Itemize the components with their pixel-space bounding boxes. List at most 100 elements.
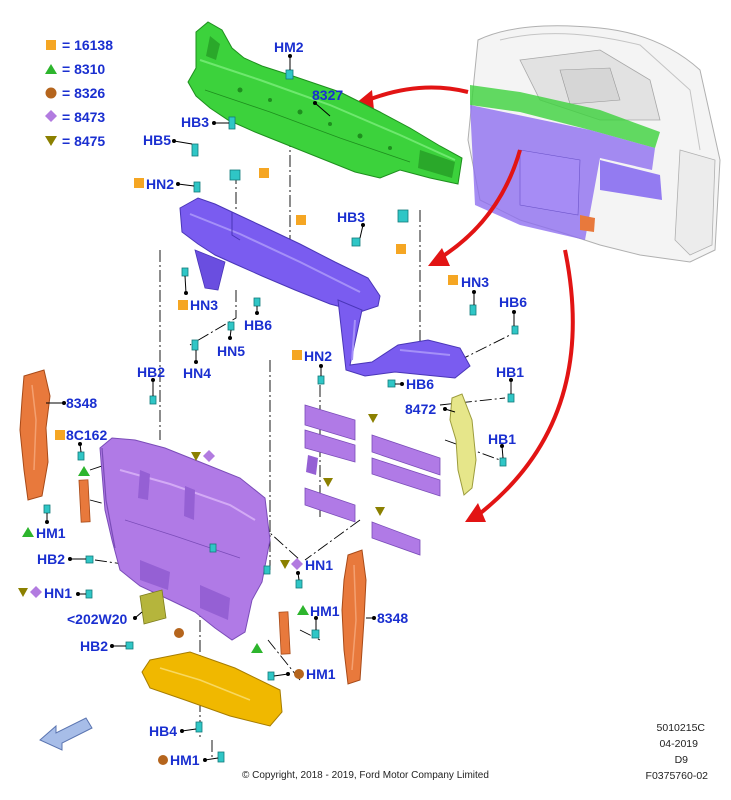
arrow-to-shutter (476, 249, 575, 517)
part-lower-splash-shield (141, 651, 283, 727)
vehicle-inset-illustration (467, 25, 721, 263)
legend-item-8310: = 8310 (45, 61, 105, 77)
square-icon (448, 275, 458, 285)
part-right-small-bracket (278, 611, 291, 655)
label-hb2-upper: HB2 (137, 364, 165, 380)
part-8327-upper-radiator-panel (187, 21, 463, 185)
label-hb6-lower: HB6 (406, 376, 434, 392)
part-left-small-bracket (78, 479, 91, 523)
square-icon (134, 178, 144, 188)
legend-item-8473: = 8473 (45, 109, 105, 125)
triangle-icon (251, 643, 263, 653)
circle-icon (174, 628, 184, 638)
circle-icon (294, 669, 304, 679)
square-icon (259, 168, 269, 178)
drawing-metadata: 5010215C 04-2019 D9 F0375760-02 (646, 722, 709, 782)
callout-labels: HM2 8327 HB3 HB5 HN2 HB3 HN3 HB6 HN5 HN4… (36, 39, 527, 768)
label-hb6-upper: HB6 (244, 317, 272, 333)
legend-code: = 8473 (62, 109, 105, 125)
label-hm2: HM2 (274, 39, 304, 55)
triangle-down-icon (323, 478, 333, 487)
triangle-icon (297, 605, 309, 615)
square-icon (46, 40, 56, 50)
circle-icon (158, 755, 168, 765)
part-8472-bracket (449, 393, 477, 496)
part-8348-right-deflector (341, 549, 367, 685)
label-8c162: 8C162 (66, 427, 107, 443)
label-hb6-right: HB6 (499, 294, 527, 310)
legend-code: = 16138 (62, 37, 113, 53)
triangle-down-icon (280, 560, 290, 569)
label-hb2-lower: HB2 (80, 638, 108, 654)
part-202w20-module (139, 589, 167, 625)
triangle-down-icon (191, 452, 201, 461)
front-direction-arrow-icon (39, 717, 93, 751)
circle-icon (45, 87, 57, 99)
label-hb3-upper: HB3 (181, 114, 209, 130)
triangle-down-icon (375, 507, 385, 516)
part-active-grille-shutter (304, 404, 441, 556)
drawing-date: 04-2019 (659, 738, 698, 750)
label-hb1-lower: HB1 (488, 431, 516, 447)
label-hn2-upper: HN2 (146, 176, 174, 192)
diamond-icon (203, 450, 215, 462)
label-hb2-mid: HB2 (37, 551, 65, 567)
label-hn2-lower: HN2 (304, 348, 332, 364)
legend-code: = 8310 (62, 61, 105, 77)
arrow-head (428, 248, 450, 266)
label-hm1-bottom: HM1 (170, 752, 200, 768)
legend: = 16138 = 8310 = 8326 = 8473 = 8475 (45, 37, 113, 149)
leader-lines (45, 54, 516, 762)
label-8472: 8472 (405, 401, 436, 417)
arrow-to-8327 (367, 85, 469, 102)
arrow-head (465, 503, 486, 522)
label-8348-left: 8348 (66, 395, 97, 411)
label-8348-right: 8348 (377, 610, 408, 626)
square-icon (296, 215, 306, 225)
label-hb1-upper: HB1 (496, 364, 524, 380)
label-hn3-right: HN3 (461, 274, 489, 290)
triangle-down-icon (368, 414, 378, 423)
label-hb5: HB5 (143, 132, 171, 148)
label-hm1-mid: HM1 (310, 603, 340, 619)
part-mid-crossmember (179, 197, 471, 379)
legend-item-8326: = 8326 (45, 85, 105, 101)
arrow-to-panel (438, 149, 522, 260)
part-radiator-support-frame (99, 437, 271, 641)
triangle-down-icon (18, 588, 28, 597)
part-code-symbols (18, 168, 458, 765)
label-hm1-left: HM1 (36, 525, 66, 541)
label-hb3-lower: HB3 (337, 209, 365, 225)
drawing-file-number: F0375760-02 (646, 770, 709, 782)
drawing-revision: D9 (675, 754, 689, 766)
label-8327: 8327 (312, 87, 343, 103)
triangle-icon (45, 64, 57, 74)
square-icon (292, 350, 302, 360)
label-hb4: HB4 (149, 723, 177, 739)
triangle-icon (22, 527, 34, 537)
square-icon (55, 430, 65, 440)
copyright-notice: © Copyright, 2018 - 2019, Ford Motor Com… (242, 770, 489, 781)
legend-item-8475: = 8475 (45, 133, 105, 149)
label-hn5: HN5 (217, 343, 245, 359)
label-hn4: HN4 (183, 365, 211, 381)
inset-radiator-support-top (470, 85, 660, 148)
legend-item-16138: = 16138 (46, 37, 113, 53)
part-8348-left-deflector (19, 369, 51, 501)
legend-code: = 8326 (62, 85, 105, 101)
label-202w20: <202W20 (67, 611, 128, 627)
diamond-icon (45, 110, 57, 122)
triangle-icon (78, 466, 90, 476)
label-hn1-right: HN1 (305, 557, 333, 573)
label-hm1-right: HM1 (306, 666, 336, 682)
triangle-down-icon (45, 136, 57, 146)
square-icon (396, 244, 406, 254)
diamond-icon (291, 558, 303, 570)
drawing-number: 5010215C (657, 722, 706, 734)
square-icon (178, 300, 188, 310)
label-hn3-left: HN3 (190, 297, 218, 313)
diamond-icon (30, 586, 42, 598)
legend-code: = 8475 (62, 133, 105, 149)
red-callout-arrows (355, 85, 575, 522)
